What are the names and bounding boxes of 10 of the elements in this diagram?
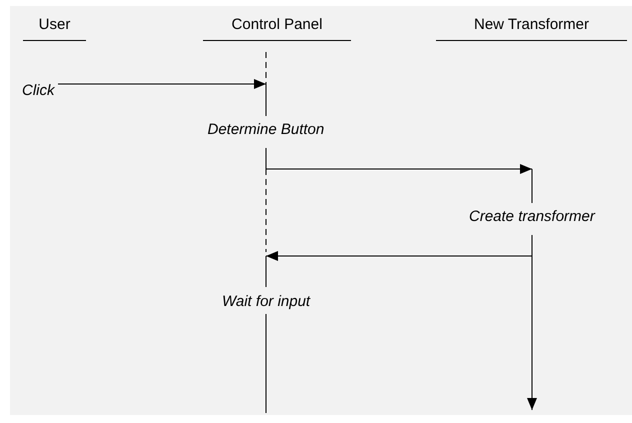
message-arrow (266, 164, 532, 174)
activation-label: Determine Button (208, 121, 324, 139)
lifeline-header: User (23, 16, 86, 41)
message-arrow (266, 251, 532, 261)
lifeline-header: Control Panel (203, 16, 351, 41)
lifeline-header: New Transformer (436, 16, 627, 41)
activation-label: Wait for input (222, 293, 310, 311)
activation-label: Create transformer (469, 208, 595, 226)
message-text: Click (22, 82, 54, 100)
message-arrow (58, 79, 266, 89)
